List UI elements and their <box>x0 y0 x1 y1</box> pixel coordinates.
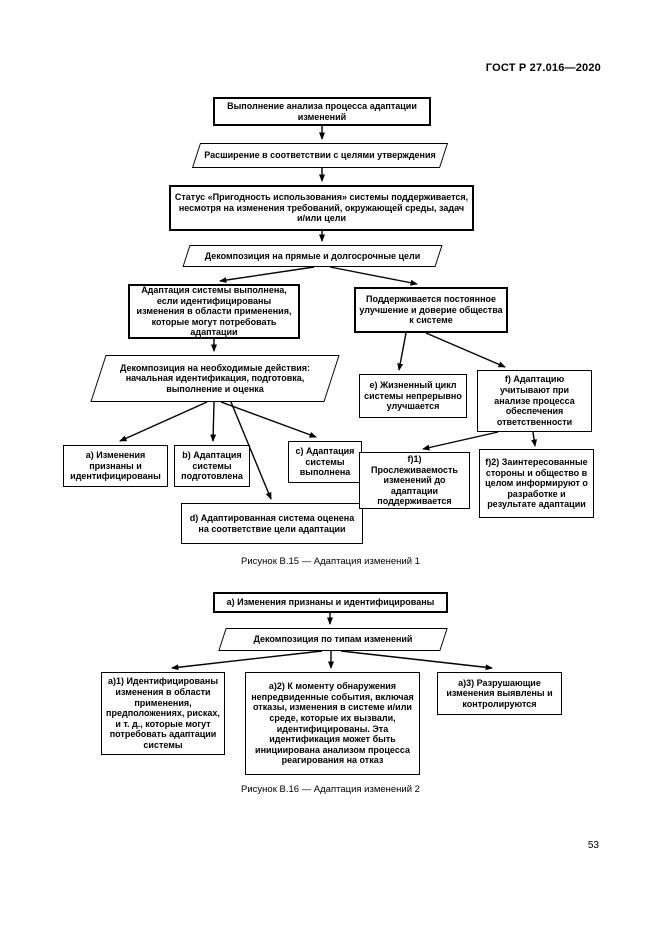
arrow-actions-to-a <box>119 401 208 442</box>
arrow-improve-to-f <box>425 332 506 368</box>
flowchart1-node-f: f) Адаптацию учитывают при анализе проце… <box>477 370 592 432</box>
flowchart2-node-a3: а)3) Разрушающие изменения выявлены и ко… <box>437 672 562 715</box>
arrow-goals-to-improve <box>329 266 418 286</box>
arrow-types-to-a1 <box>171 650 323 671</box>
arrow-f-to-f2 <box>531 431 538 447</box>
flowchart1-parallelogram-expand: Расширение в соответствии с целями утвер… <box>190 143 450 168</box>
arrow-improve-to-e <box>397 332 407 371</box>
flowchart1-node-f1: f)1) Прослеживаемость изменений до адапт… <box>359 452 470 509</box>
flowchart1-node-adapt-if: Адаптация системы выполнена, если иденти… <box>128 284 300 339</box>
flowchart1-node-improve: Поддерживается постоянное улучшение и до… <box>354 287 508 333</box>
arrow-types-to-a3 <box>340 650 493 671</box>
page-header-standard-number: ГОСТ Р 27.016—2020 <box>485 62 601 74</box>
arrow-actions-to-c <box>220 401 317 438</box>
flowchart1-node-a: а) Изменения признаны и идентифицированы <box>63 445 168 487</box>
flowchart1-node-b: b) Адаптация системы подготовлена <box>174 445 250 487</box>
arrow-actions-to-b <box>210 401 217 442</box>
figure2-caption: Рисунок В.16 — Адаптация изменений 2 <box>241 784 420 795</box>
flowchart1-node-c: с) Адаптация системы выполнена <box>288 441 362 483</box>
flowchart1-node-f2: f)2) Заинтересованные стороны и общество… <box>479 449 594 518</box>
arrow-f-to-f1 <box>422 431 499 451</box>
flowchart2-parallelogram-types: Декомпозиция по типам изменений <box>216 628 450 651</box>
page-number: 53 <box>587 840 599 851</box>
flowchart1-parallelogram-goals: Декомпозиция на прямые и долгосрочные це… <box>180 245 445 267</box>
flowchart2-node-a: а) Изменения признаны и идентифицированы <box>213 592 448 613</box>
flowchart2-node-a1: а)1) Идентифицированы изменения в област… <box>101 672 225 755</box>
arrow-goals-to-adapt-if <box>219 266 315 284</box>
flowchart1-node-d: d) Адаптированная система оценена на соо… <box>181 503 363 544</box>
flowchart2-node-a2: а)2) К моменту обнаружения непредвиденны… <box>245 672 420 775</box>
flowchart1-node-start: Выполнение анализа процесса адаптации из… <box>213 97 431 126</box>
flowchart1-node-status: Статус «Пригодность использования» систе… <box>169 185 474 231</box>
flowchart1-parallelogram-actions: Декомпозиция на необходимые действия: на… <box>90 355 340 402</box>
flowchart1-node-e: е) Жизненный цикл системы непрерывно улу… <box>359 374 467 418</box>
figure1-caption: Рисунок В.15 — Адаптация изменений 1 <box>241 556 420 567</box>
